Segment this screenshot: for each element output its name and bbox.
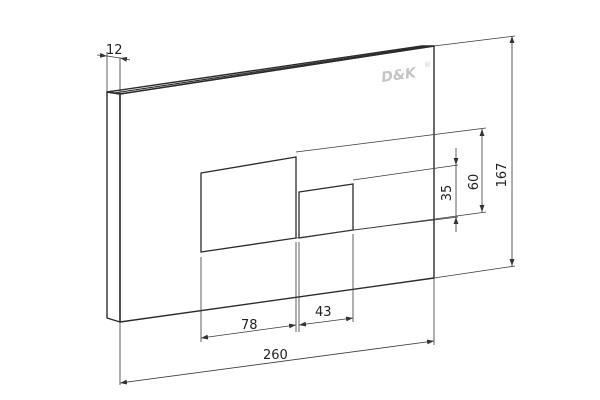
dim-thickness-label: 12 — [106, 43, 123, 58]
buttons — [200, 156, 354, 253]
dimension-labels: 12 260 78 43 60 35 167 — [106, 43, 510, 363]
dimension-lines — [96, 36, 515, 385]
dim-line-small-button-width — [298, 316, 354, 327]
dim-small-button-height-label: 35 — [440, 185, 455, 202]
logo-registered-mark: ® — [424, 61, 431, 69]
ext-plate-top — [433, 35, 516, 47]
dim-large-button-height-label: 60 — [467, 174, 482, 191]
plate-bevel-line — [113, 45, 429, 94]
dim-line-large-button-width — [200, 323, 297, 340]
dim-line-thickness-right — [119, 56, 131, 62]
large-flush-button — [200, 156, 297, 253]
dim-line-thickness-left — [96, 52, 108, 58]
ext-plate-bottom — [433, 265, 516, 279]
logo: D&K ® — [380, 61, 431, 86]
logo-text: D&K — [380, 65, 418, 86]
extension-lines — [106, 35, 516, 385]
small-flush-button — [298, 183, 354, 239]
dim-line-overall-width — [119, 339, 435, 385]
dim-overall-width-label: 260 — [263, 348, 288, 363]
ext-small-top — [352, 164, 459, 181]
ext-small-bottom — [352, 216, 459, 231]
dim-large-button-width-label: 78 — [241, 318, 258, 333]
dim-line-thickness-mid — [106, 55, 121, 59]
ext-large-top — [295, 127, 487, 153]
dim-small-button-width-label: 43 — [315, 305, 332, 320]
plate-side-face — [106, 91, 121, 323]
dim-overall-height-label: 167 — [495, 163, 510, 188]
